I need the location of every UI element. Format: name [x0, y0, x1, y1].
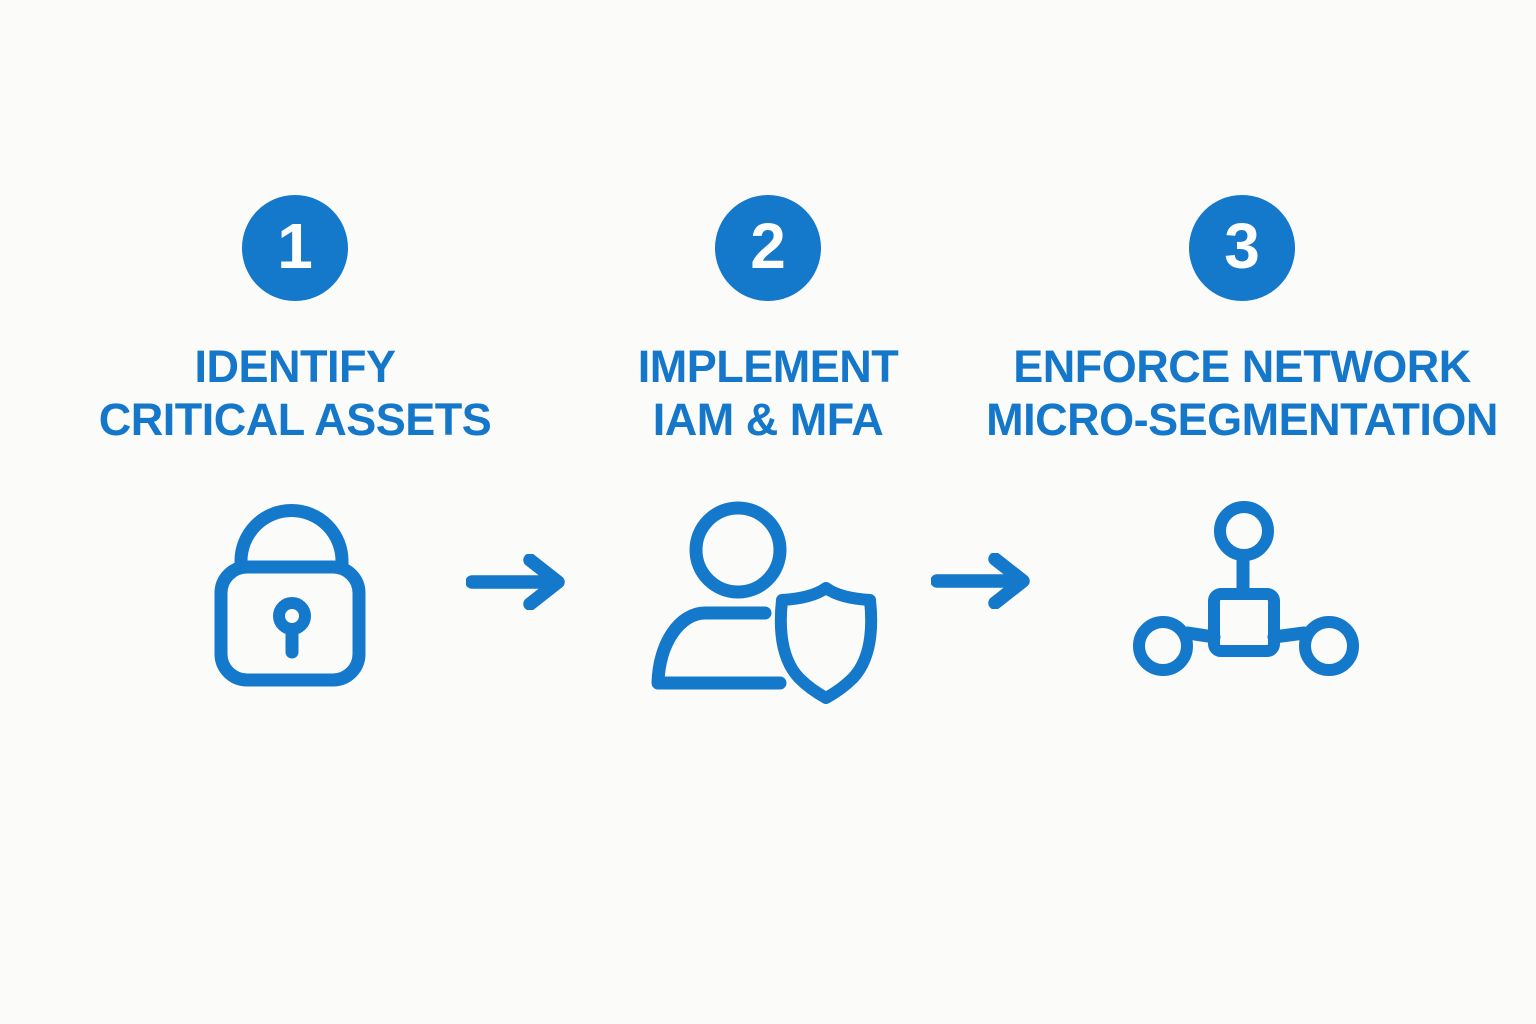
flow-arrow-icon — [466, 554, 565, 610]
step-1-number-badge: 1 — [242, 195, 348, 301]
step-2-title-line-2: IAM & MFA — [652, 394, 884, 445]
step-1-title: IDENTIFY CRITICAL ASSETS — [15, 340, 575, 446]
padlock-icon — [214, 504, 366, 687]
step-3-number: 3 — [1224, 210, 1260, 282]
step-3-title: ENFORCE NETWORK MICRO-SEGMENTATION — [962, 340, 1522, 446]
step-2-title: IMPLEMENT IAM & MFA — [488, 340, 1048, 446]
step-2-number: 2 — [750, 210, 786, 282]
step-3-number-badge: 3 — [1189, 195, 1295, 301]
step-1-title-line-1: IDENTIFY — [194, 341, 396, 392]
step-3-title-line-2: MICRO-SEGMENTATION — [986, 394, 1498, 445]
network-segmentation-icon — [1133, 501, 1359, 676]
step-3-title-line-1: ENFORCE NETWORK — [1013, 341, 1471, 392]
step-1-number: 1 — [277, 210, 313, 282]
flow-arrow-icon — [931, 553, 1030, 609]
step-1-title-line-2: CRITICAL ASSETS — [98, 394, 492, 445]
step-2-title-line-1: IMPLEMENT — [637, 341, 899, 392]
user-shield-icon — [651, 501, 878, 704]
step-2-number-badge: 2 — [715, 195, 821, 301]
